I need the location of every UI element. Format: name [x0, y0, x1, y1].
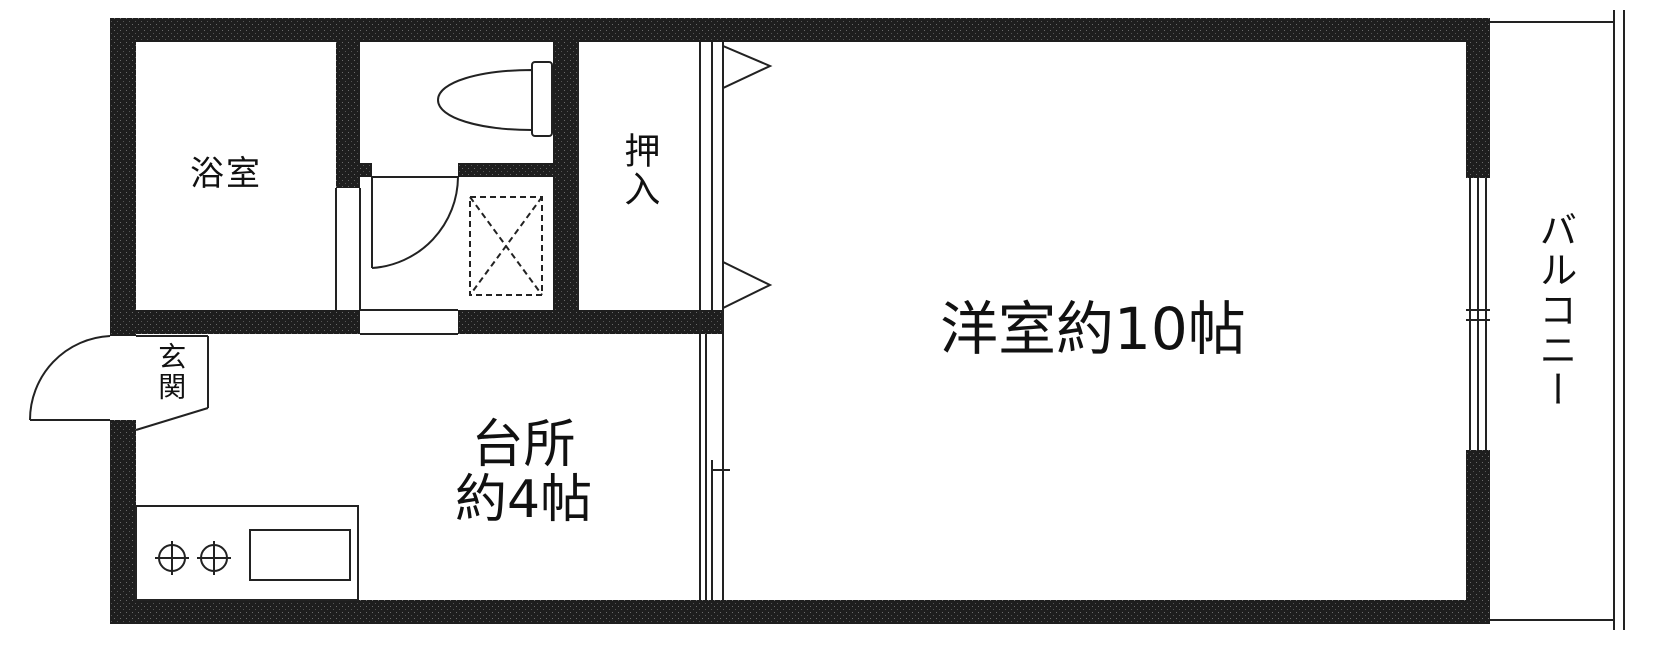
wall-mid-right	[458, 310, 723, 334]
room-label-bathroom: 浴室	[190, 154, 262, 194]
wall-right-lower	[1466, 450, 1490, 624]
room-label-balcony: バルコニー	[1532, 210, 1577, 410]
toilet-icon	[436, 61, 553, 137]
wall-left-upper	[110, 18, 136, 336]
closet-door-markers	[722, 44, 773, 310]
partition-lines	[335, 10, 1625, 630]
wall-toilet-bottom-l	[336, 163, 372, 177]
wall-bottom	[110, 600, 1490, 624]
wall-top	[110, 18, 1490, 42]
door-swing-icon	[371, 176, 459, 269]
outer-walls	[110, 18, 1490, 624]
sink-icon	[249, 529, 351, 581]
room-label-kitchen: 台所 約4帖	[455, 415, 593, 530]
washer-space-icon	[469, 196, 543, 296]
wall-left-lower	[110, 420, 136, 624]
entrance-door-icon	[28, 335, 111, 421]
genkan-step	[135, 335, 209, 431]
room-label-closet: 押入	[618, 132, 660, 208]
room-label-western-room: 洋室約10帖	[940, 295, 1246, 363]
interior-walls	[110, 18, 723, 334]
wall-bath-bottom	[110, 310, 360, 334]
room-label-entrance: 玄関	[154, 342, 188, 402]
wall-bath-right	[336, 18, 360, 188]
wall-toilet-bottom-r	[458, 163, 578, 177]
wall-right-upper	[1466, 18, 1490, 178]
stove-burner-icon	[155, 541, 231, 575]
kitchen-counter	[135, 505, 359, 601]
wall-closet-left	[553, 18, 578, 334]
